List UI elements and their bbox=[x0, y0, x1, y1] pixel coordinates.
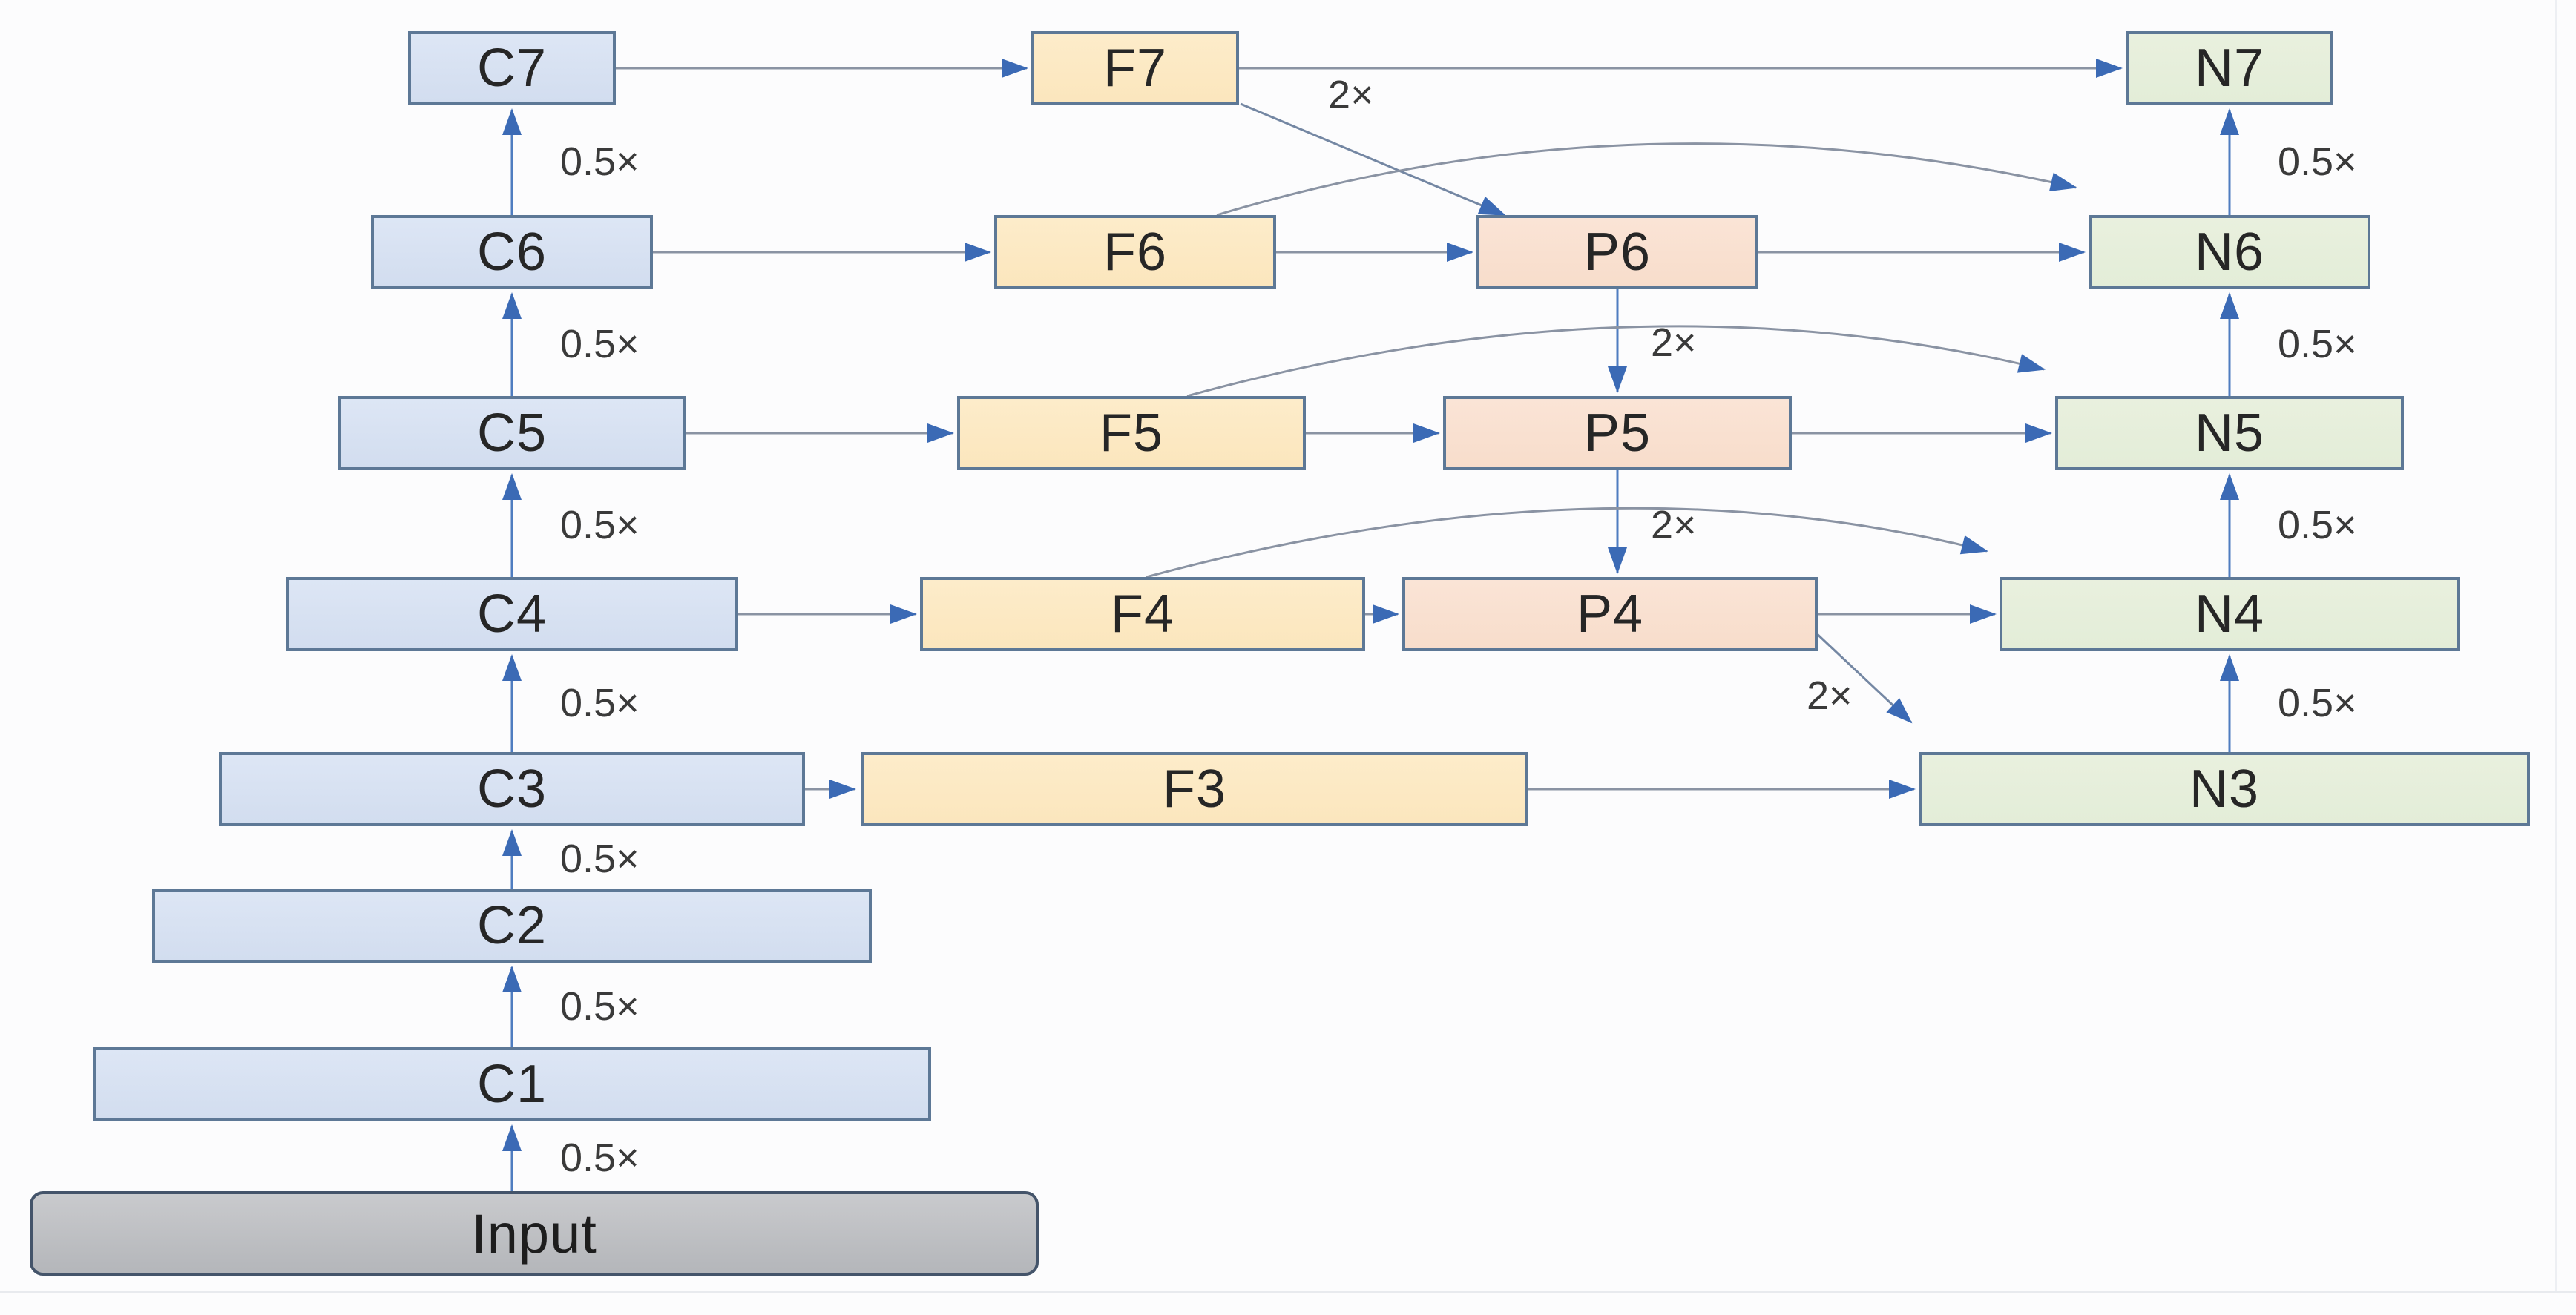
node-n4-label: N4 bbox=[2194, 584, 2265, 644]
node-c7: C7 bbox=[408, 31, 616, 105]
scale-label-c3-c4: 0.5× bbox=[560, 681, 640, 725]
edge-p4-n3 bbox=[1812, 629, 1913, 724]
node-input: Input bbox=[30, 1191, 1039, 1276]
node-f5-label: F5 bbox=[1099, 403, 1164, 463]
node-n5: N5 bbox=[2055, 396, 2404, 470]
node-p4: P4 bbox=[1402, 577, 1818, 651]
node-n7-label: N7 bbox=[2194, 39, 2265, 98]
node-n7: N7 bbox=[2126, 31, 2333, 105]
node-n3: N3 bbox=[1919, 752, 2530, 826]
node-f7-label: F7 bbox=[1103, 39, 1168, 98]
scale-label-p6-p5: 2× bbox=[1651, 320, 1697, 365]
node-n5-label: N5 bbox=[2194, 403, 2265, 463]
node-c6: C6 bbox=[371, 215, 653, 289]
node-n3-label: N3 bbox=[2189, 759, 2260, 819]
scale-label-p5-p4: 2× bbox=[1651, 503, 1697, 547]
scale-label-c5-c6: 0.5× bbox=[560, 322, 640, 366]
node-f7: F7 bbox=[1031, 31, 1239, 105]
node-p4-label: P4 bbox=[1576, 584, 1644, 644]
node-n6-label: N6 bbox=[2194, 223, 2265, 282]
node-c1-label: C1 bbox=[476, 1055, 548, 1114]
edge-f4-n4 bbox=[1146, 507, 1988, 579]
node-f3-label: F3 bbox=[1162, 759, 1227, 819]
node-f3: F3 bbox=[861, 752, 1528, 826]
node-n4: N4 bbox=[2000, 577, 2460, 651]
scale-label-c4-c5: 0.5× bbox=[560, 503, 640, 547]
node-c3: C3 bbox=[219, 752, 805, 826]
page-bottom-divider bbox=[0, 1291, 2576, 1293]
scale-label-c1-c2: 0.5× bbox=[560, 984, 640, 1029]
node-c4-label: C4 bbox=[476, 584, 548, 644]
scale-label-f7-p6: 2× bbox=[1328, 73, 1374, 117]
node-c4: C4 bbox=[286, 577, 738, 651]
node-n6: N6 bbox=[2089, 215, 2370, 289]
node-p6-label: P6 bbox=[1583, 223, 1652, 282]
scale-label-c2-c3: 0.5× bbox=[560, 837, 640, 881]
scale-label-n6-n7: 0.5× bbox=[2278, 139, 2357, 184]
node-c3-label: C3 bbox=[476, 759, 548, 819]
edge-f6-n6 bbox=[1216, 142, 2077, 217]
node-p5: P5 bbox=[1443, 396, 1792, 470]
node-f5: F5 bbox=[957, 396, 1306, 470]
node-c7-label: C7 bbox=[476, 39, 548, 98]
node-input-label: Input bbox=[471, 1202, 597, 1265]
scale-label-c6-c7: 0.5× bbox=[560, 139, 640, 184]
node-c2: C2 bbox=[152, 889, 872, 963]
node-c2-label: C2 bbox=[476, 896, 548, 955]
node-f6: F6 bbox=[994, 215, 1276, 289]
scale-label-input-c1: 0.5× bbox=[560, 1136, 640, 1180]
scale-label-n4-n5: 0.5× bbox=[2278, 503, 2357, 547]
node-c5-label: C5 bbox=[476, 403, 548, 463]
node-p5-label: P5 bbox=[1583, 403, 1652, 463]
node-f4-label: F4 bbox=[1110, 584, 1175, 644]
scale-label-n5-n6: 0.5× bbox=[2278, 322, 2357, 366]
edge-f5-n5 bbox=[1186, 325, 2046, 398]
scale-label-p4-n3: 2× bbox=[1807, 673, 1853, 718]
node-f4: F4 bbox=[920, 577, 1365, 651]
node-c6-label: C6 bbox=[476, 223, 548, 282]
node-c1: C1 bbox=[93, 1047, 931, 1121]
page-right-divider bbox=[2555, 0, 2557, 1291]
node-f6-label: F6 bbox=[1103, 223, 1168, 282]
node-c5: C5 bbox=[338, 396, 686, 470]
node-p6: P6 bbox=[1476, 215, 1758, 289]
edge-f7-p6 bbox=[1240, 102, 1506, 217]
scale-label-n3-n4: 0.5× bbox=[2278, 681, 2357, 725]
